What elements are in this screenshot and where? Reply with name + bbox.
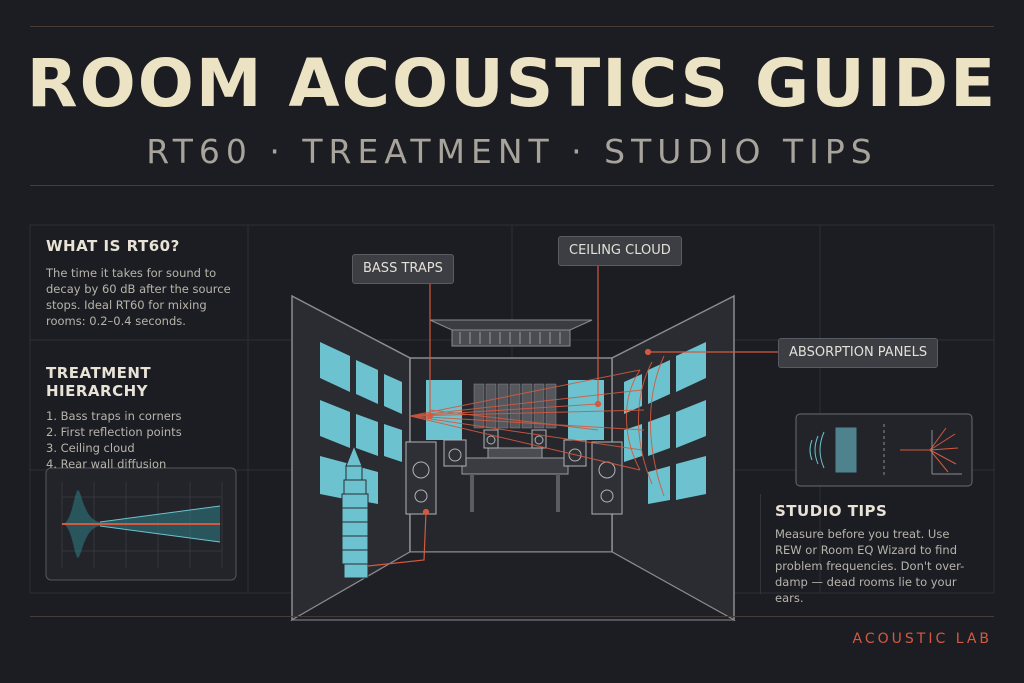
ceiling-cloud [429, 319, 593, 347]
brand-label: ACOUSTIC LAB [852, 631, 992, 647]
list-item: 2. First reflection points [46, 425, 182, 439]
absorb-diffuse-diagram [795, 413, 973, 487]
page-subtitle: RT60 · TREATMENT · STUDIO TIPS [146, 132, 878, 171]
ceiling-cloud-callout: CEILING CLOUD [558, 236, 682, 266]
rt60-heading: WHAT IS RT60? [46, 237, 180, 255]
mixing-desk [461, 447, 569, 512]
studio-room-illustration [290, 262, 778, 622]
studio-tips-body: Measure before you treat. Use REW or Roo… [775, 527, 965, 605]
rt60-decay-graph [45, 467, 237, 581]
treatment-hierarchy-panel: TREATMENT HIERARCHY 1. Bass traps in cor… [30, 352, 248, 471]
list-item: 3. Ceiling cloud [46, 441, 135, 455]
reflection-rays [409, 355, 665, 497]
right-absorption-panels [624, 342, 706, 504]
callout-leaders [367, 262, 778, 567]
studio-tips-panel: STUDIO TIPS Measure before you treat. Us… [760, 494, 993, 605]
footer-rule [30, 616, 994, 617]
absorption-panels-callout: ABSORPTION PANELS [778, 338, 939, 368]
rt60-description: The time it takes for sound to decay by … [46, 266, 231, 328]
list-item: 4. Rear wall diffusion [46, 457, 167, 471]
page-title: ROOM ACOUSTICS GUIDE [26, 45, 998, 122]
rear-diffuser [473, 383, 557, 429]
studio-tips-heading: STUDIO TIPS [775, 502, 888, 520]
bass-traps-callout: BASS TRAPS [352, 254, 454, 284]
list-item: 1. Bass traps in corners [46, 409, 182, 423]
treatment-hierarchy-list: 1. Bass traps in corners 2. First reflec… [46, 408, 232, 472]
header-rule [30, 185, 994, 186]
rt60-panel: WHAT IS RT60? The time it takes for soun… [30, 225, 248, 340]
treatment-hierarchy-heading: TREATMENT HIERARCHY [46, 364, 152, 400]
top-rule [30, 26, 994, 27]
bass-trap-stack [341, 444, 369, 579]
